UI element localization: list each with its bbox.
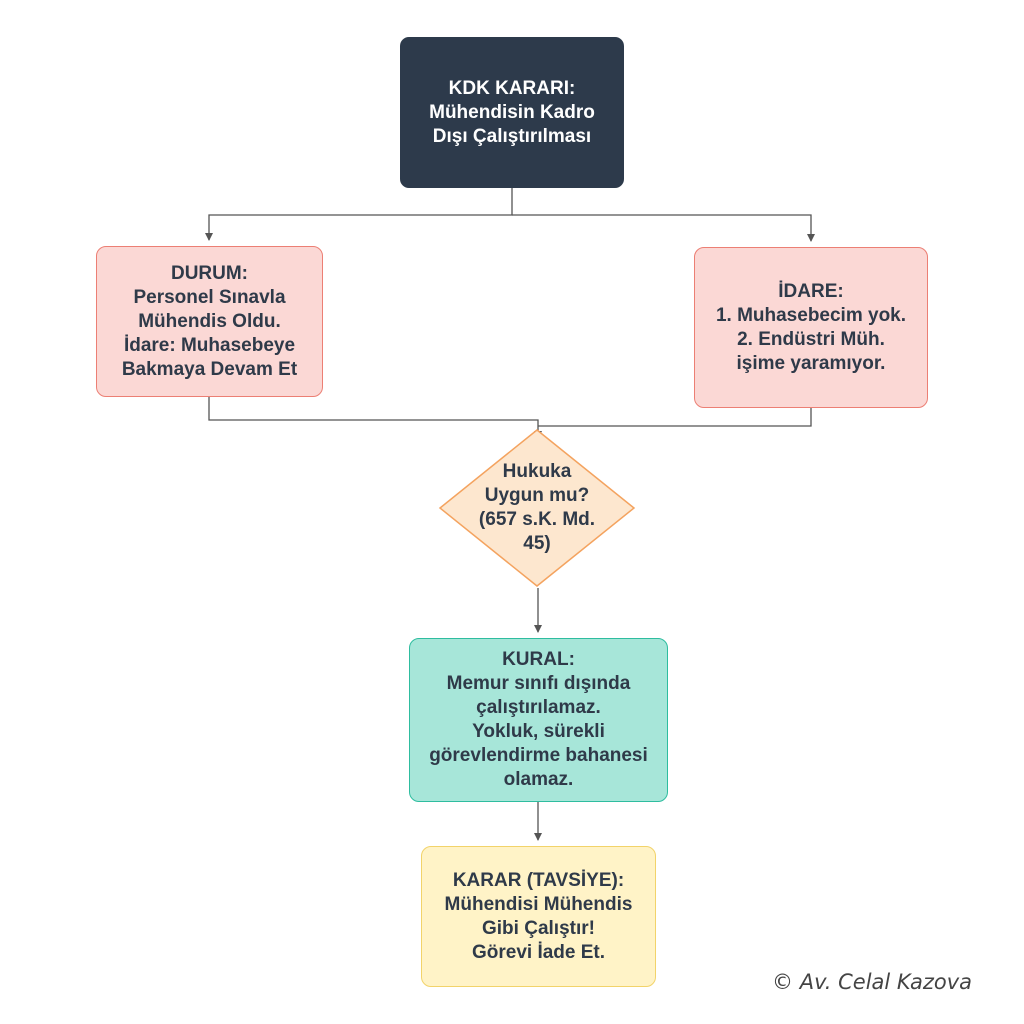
- situation-text: DURUM: Personel Sınavla Mühendis Oldu. İ…: [121, 262, 298, 380]
- situation-box: DURUM: Personel Sınavla Mühendis Oldu. İ…: [96, 246, 323, 397]
- rule-box: KURAL: Memur sınıfı dışında çalıştırılam…: [409, 638, 668, 802]
- administration-box: İDARE: 1. Muhasebecim yok. 2. Endüstri M…: [694, 247, 928, 408]
- connector-top-to-left: [205, 188, 513, 241]
- legality-question-label: Hukuka Uygun mu? (657 s.K. Md. 45): [470, 460, 604, 556]
- copyright-notice: © Av. Celal Kazova: [772, 970, 972, 994]
- kdk-decision-title-box: KDK KARARI: Mühendisin Kadro Dışı Çalışt…: [400, 37, 624, 188]
- connector-top-to-right: [512, 214, 815, 242]
- connector-left-to-question: [208, 397, 542, 439]
- decision-recommendation-box: KARAR (TAVSİYE): Mühendisi Mühendis Gibi…: [421, 846, 656, 987]
- rule-text: KURAL: Memur sınıfı dışında çalıştırılam…: [429, 649, 648, 790]
- kdk-decision-title-text: KDK KARARI: Mühendisin Kadro Dışı Çalışt…: [429, 77, 595, 147]
- administration-text: İDARE: 1. Muhasebecim yok. 2. Endüstri M…: [715, 280, 907, 374]
- decision-recommendation-text: KARAR (TAVSİYE): Mühendisi Mühendis Gibi…: [444, 869, 633, 963]
- legality-question-diamond: [438, 429, 636, 587]
- legality-question-text: Hukuka Uygun mu? (657 s.K. Md. 45): [478, 461, 596, 554]
- connector-right-to-question: [538, 408, 812, 427]
